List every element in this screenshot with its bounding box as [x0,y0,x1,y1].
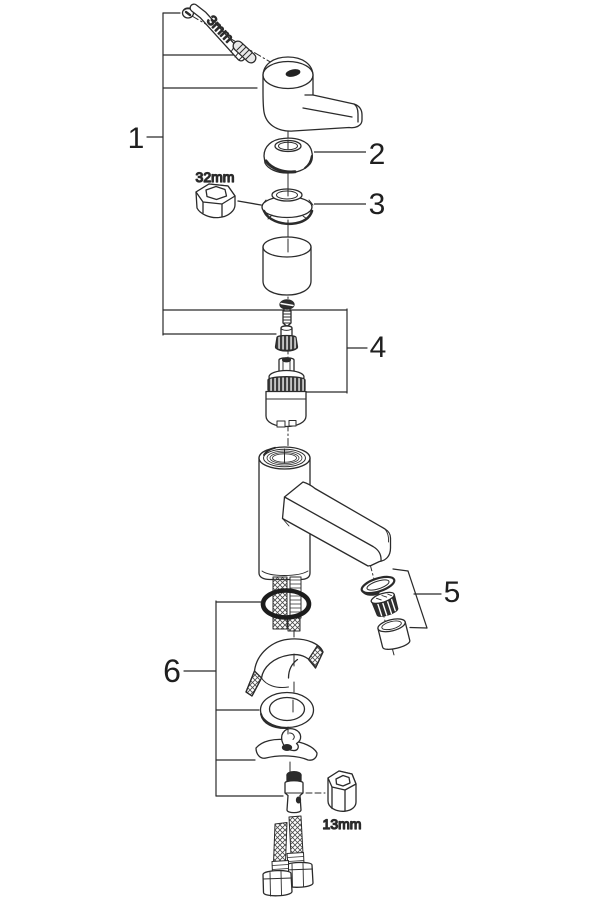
callout-6-label: 6 [163,653,181,689]
callout-1-label: 1 [128,122,145,155]
hex-tool-13mm-label: 13mm [323,816,362,832]
aerator-cup [377,618,411,650]
cartridge-cap [274,325,299,352]
dome-ring-part2 [263,137,314,174]
faucet-spout [281,481,392,567]
cartridge-screw [279,299,295,328]
mounting-clamp [255,728,318,761]
tool-32mm-tick [237,200,262,206]
cartridge [265,357,307,428]
check-valve-fitting [284,770,304,814]
spout-washer [360,575,396,596]
callout-2-3-leader-lines [314,151,366,205]
callout-4-label: 4 [370,331,387,364]
callout-bracket-6 [183,600,284,797]
escutcheon [245,638,324,697]
callout-5-label: 5 [444,576,461,609]
mounting-studs [272,576,302,632]
axis-overlay-segments [284,139,295,773]
callout-bracket-5 [392,568,442,629]
callout-3-label: 3 [369,188,386,221]
handle-set-screw [232,40,257,64]
hex-tool-32mm-label: 32mm [196,169,235,185]
lever-handle [262,56,363,132]
base-ring-washer [259,691,315,730]
handle-sleeve [262,236,312,296]
callout-2-label: 2 [369,138,386,171]
hex-tool-32mm [195,183,236,219]
aerator-insert [370,591,399,617]
callout-bracket-1 [146,12,348,336]
callout-bracket-4 [305,308,368,394]
body-o-ring [260,588,312,620]
hex-tool-13mm [327,770,357,812]
ring-nut-part3 [261,188,314,226]
supply-hoses [262,815,314,897]
